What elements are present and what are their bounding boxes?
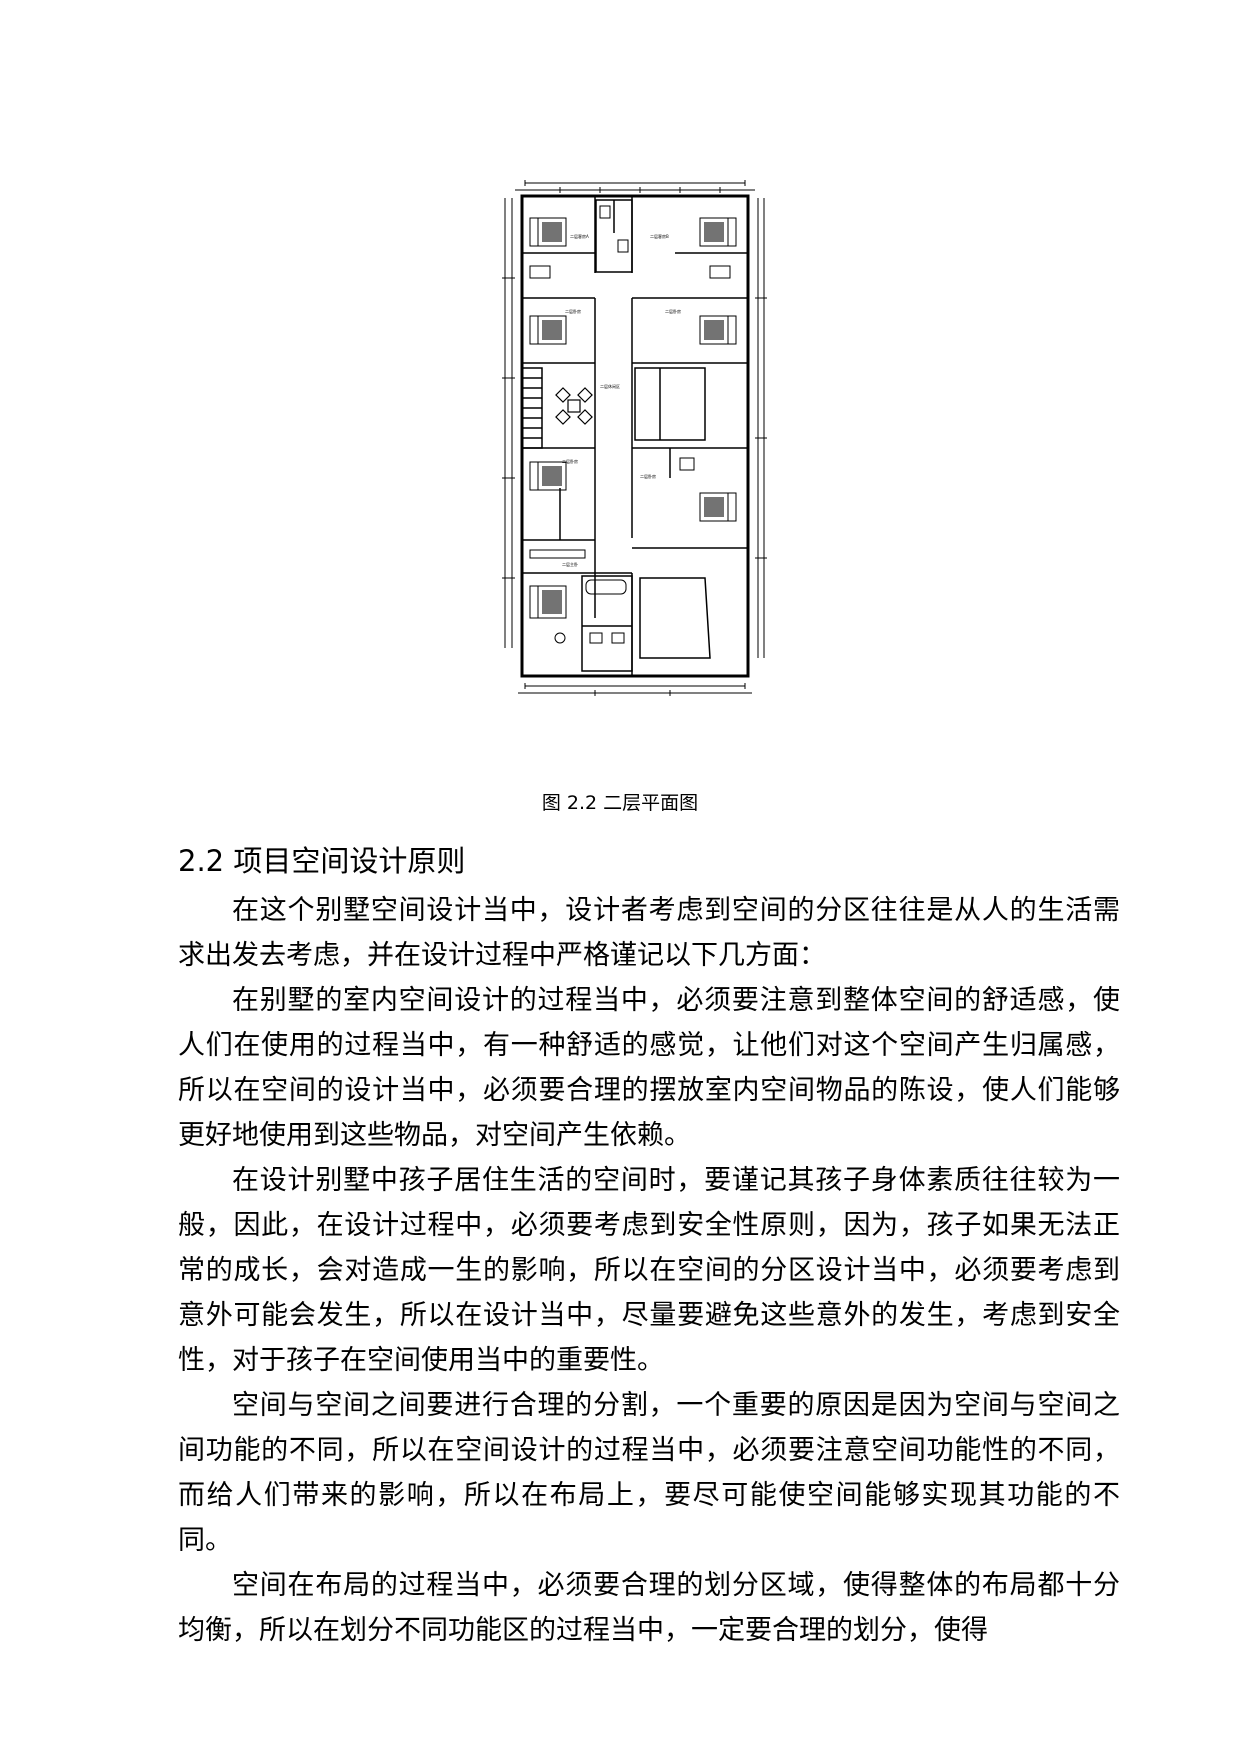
room-label-1: 二层客房A — [570, 233, 589, 239]
room-label-lounge: 二层休闲区 — [600, 383, 620, 389]
room-label-4: 二层卧房 — [665, 308, 681, 314]
room-label-3: 二层卧房 — [565, 308, 581, 314]
room-label-5: 二层卧房 — [562, 458, 578, 464]
second-floor-plan: 二层客房A 二层客房B 二层卧房 二层卧房 二层休闲区 二层卧房 二层卧房 二层… — [502, 180, 767, 696]
paragraph-1: 在这个别墅空间设计当中，设计者考虑到空间的分区往往是从人的生活需求出发去考虑，并… — [178, 895, 1120, 971]
figure-caption: 图 2.2 二层平面图 — [541, 792, 699, 814]
paragraph-5: 空间在布局的过程当中，必须要合理的划分区域，使得整体的布局都十分均衡，所以在划分… — [178, 1570, 1120, 1646]
paragraph-3: 在设计别墅中孩子居住生活的空间时，要谨记其孩子身体素质往往较为一般，因此，在设计… — [178, 1165, 1120, 1376]
paragraph-4: 空间与空间之间要进行合理的分割，一个重要的原因是因为空间与空间之间功能的不同，所… — [178, 1390, 1120, 1556]
paragraph-2: 在别墅的室内空间设计的过程当中，必须要注意到整体空间的舒适感，使人们在使用的过程… — [178, 985, 1120, 1151]
room-label-6: 二层卧房 — [640, 473, 656, 479]
section-heading: 2.2 项目空间设计原则 — [178, 844, 466, 878]
room-label-2: 二层客房B — [650, 233, 669, 239]
room-label-7: 二层主卧 — [562, 561, 578, 567]
